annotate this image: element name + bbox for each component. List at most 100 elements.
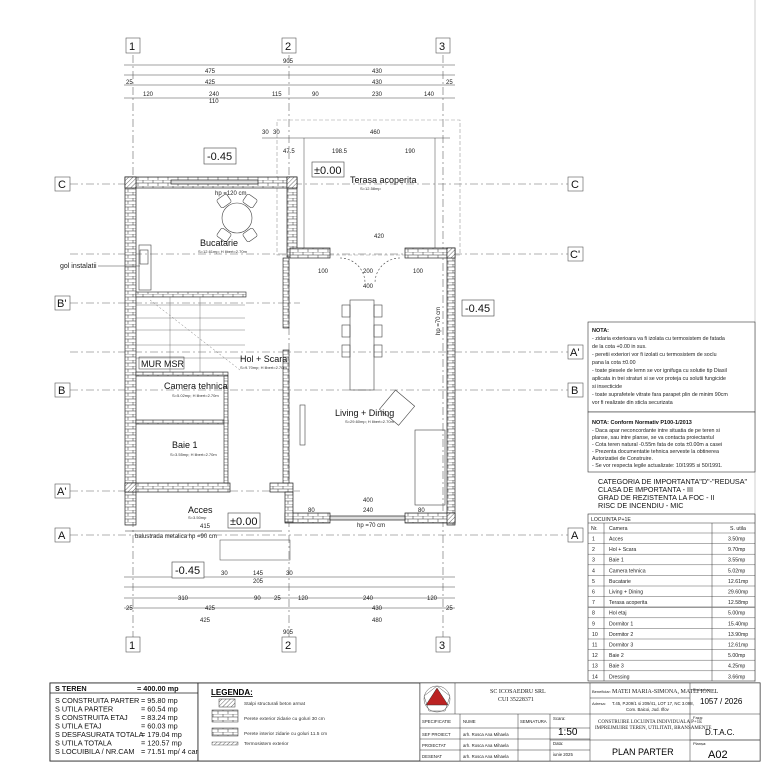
room-table-header: Nr. xyxy=(591,526,598,532)
exterior-walls xyxy=(124,176,456,526)
room-area: 4.25mp xyxy=(728,664,745,670)
sheet-no: A02 xyxy=(708,749,728,761)
room-number: 4 xyxy=(592,568,595,574)
room-table-title: LOCUINTA P+1E xyxy=(591,517,631,523)
area-label: S UTILA PARTER xyxy=(55,705,113,714)
axis-label-1-bottom: 1 xyxy=(129,640,135,652)
room-area: 12.58mp xyxy=(728,600,748,606)
role: DESENAT xyxy=(422,754,442,759)
legend-item: Stalpi structurali beton armat xyxy=(244,701,306,707)
axis-label-B-prime-left: B' xyxy=(57,298,66,310)
person-name: arh. Rosca Ana Mihaela xyxy=(463,743,509,748)
note-line: - Prezenta documentatie tehnica serveste… xyxy=(592,449,719,455)
room-name: Acces xyxy=(188,505,213,515)
company-cui: CUI 35228371 xyxy=(498,697,534,703)
role: PROIECTAT xyxy=(422,743,446,748)
axis-label-A-right: A xyxy=(571,530,579,542)
note-line: aplicata in trei straturi si se vor prot… xyxy=(592,376,726,382)
window-height: hp =70 cm xyxy=(357,523,385,529)
dim-top: 115 xyxy=(272,92,282,98)
room-area: 3.55mp xyxy=(728,558,745,564)
room-living: Living + Dining S=29.60mp; H libert=2.70… xyxy=(335,408,395,424)
axis-label-3-bottom: 3 xyxy=(439,640,445,652)
room-number: 2 xyxy=(592,547,595,553)
room-number: 9 xyxy=(592,621,595,627)
dim-bottom: 90 xyxy=(254,596,261,602)
terrace-dim: 47.5 xyxy=(283,149,295,155)
room-number: 1 xyxy=(592,537,595,543)
person-name: arh. Rosca Ana Mihaela xyxy=(463,732,509,737)
address: T.45, P.209/1 si 209/41, LOT 17, NC 3.09… xyxy=(612,701,694,706)
axis-label-B-right: B xyxy=(571,385,578,397)
dim-top: 120 xyxy=(143,92,154,98)
area-value: = 60.54 mp xyxy=(141,705,178,714)
living-dim: 400 xyxy=(363,284,374,290)
axis-label-C-prime-right: C' xyxy=(570,249,580,261)
concrete-column-swatch xyxy=(218,698,236,708)
room-name: Living + Dining xyxy=(335,408,394,418)
area-value: = 120.57 mp xyxy=(141,739,182,748)
note-line: - toate piesele de lemn se vor ignifuga … xyxy=(592,368,727,374)
project-title-2: IMPREJMUIRE TEREN, UTILITATI, BRANSAMENT… xyxy=(595,726,712,731)
note-line: planse, sau intre planse, se va contacta… xyxy=(592,435,714,441)
dim-top-total: 905 xyxy=(283,59,294,65)
note-line: - Cota teren natural -0.55m fata de cota… xyxy=(592,442,722,448)
dim-top: 425 xyxy=(205,80,216,86)
axis-label-B-left: B xyxy=(58,385,65,397)
room-name: Hol + Scara xyxy=(609,547,636,553)
living-dim: 80 xyxy=(418,508,425,514)
beneficiar: MATEI MARIA-SIMONA, MATEI IONEL xyxy=(612,689,719,695)
living-dim: 100 xyxy=(413,269,424,275)
terrace-dim: 30 xyxy=(273,130,280,136)
room-name: Dormitor 3 xyxy=(609,643,633,649)
room-area: 5.00mp xyxy=(728,653,745,659)
signature-label: SEMNATURA xyxy=(520,719,547,724)
room-number: 6 xyxy=(592,590,595,596)
room-area: 13.90mp xyxy=(728,632,748,638)
room-table: LOCUINTA P+1E Nr. Camera S. utila 1 Acces… xyxy=(587,513,756,682)
roof-overhang-outline xyxy=(276,119,461,256)
dim-bottom: 240 xyxy=(363,596,374,602)
note-line: pana la cota ±0.00 xyxy=(592,360,636,366)
sheet-title: PLAN PARTER xyxy=(612,747,674,757)
thermal-insulation-swatch xyxy=(211,741,239,746)
area-value: = 60.03 mp xyxy=(141,722,178,731)
railing-label: balustrada metalica hp =90 cm xyxy=(135,534,217,540)
room-info: S=3.50mp xyxy=(188,515,207,520)
level-marker: -0.45 xyxy=(207,151,232,163)
room-area: 12.61mp xyxy=(728,643,748,649)
axis-label-2-top: 2 xyxy=(285,41,291,53)
project-title: CONSTRUIRE LOCUINTA INDIVIDUALA P+1E xyxy=(598,720,702,725)
dim-top: 430 xyxy=(372,80,383,86)
note-line: vor fi realizate din sticla securizata xyxy=(592,400,673,406)
room-name: Baie 1 xyxy=(609,558,624,564)
phase: D.T.A.C. xyxy=(705,728,735,737)
access-dim: 415 xyxy=(200,524,211,530)
project-no: 1057 / 2026 xyxy=(700,697,743,706)
room-area: 15.40mp xyxy=(728,621,748,627)
notes-title: NOTA: xyxy=(592,328,609,334)
note-line: - zidaria exterioara va fi izolata cu te… xyxy=(592,336,725,342)
area-label: S CONSTRUITA ETAJ xyxy=(55,713,128,722)
room-name: Acces xyxy=(609,537,624,543)
terrace-dim: 30 xyxy=(262,130,269,136)
note-line: - peretii exteriori vor fi izolati cu te… xyxy=(592,352,717,358)
dim-bottom: 25 xyxy=(446,606,453,612)
window-height: hp =120 cm xyxy=(215,191,247,197)
area-label: S UTILA TOTALA xyxy=(55,739,112,748)
room-info: S=29.60mp; H libert=2.70m xyxy=(345,419,395,424)
room-table-header: S. utila xyxy=(730,526,746,532)
room-table-header: Camera xyxy=(609,526,628,532)
living-dim: 200 xyxy=(363,269,374,275)
title-block xyxy=(419,682,761,762)
room-name: Terasa acoperita xyxy=(350,175,417,185)
room-name: Baie 3 xyxy=(609,664,624,670)
dim-steps: 30 xyxy=(221,571,228,577)
dim-bottom: 120 xyxy=(298,596,309,602)
company-name: SC ICOSAEDRU SRL xyxy=(490,689,546,695)
role: SEF PROIECT xyxy=(422,732,451,737)
room-name: Camera tehnica xyxy=(609,568,646,574)
dim-bottom: 25 xyxy=(274,596,281,602)
dim-steps: 30 xyxy=(286,571,293,577)
